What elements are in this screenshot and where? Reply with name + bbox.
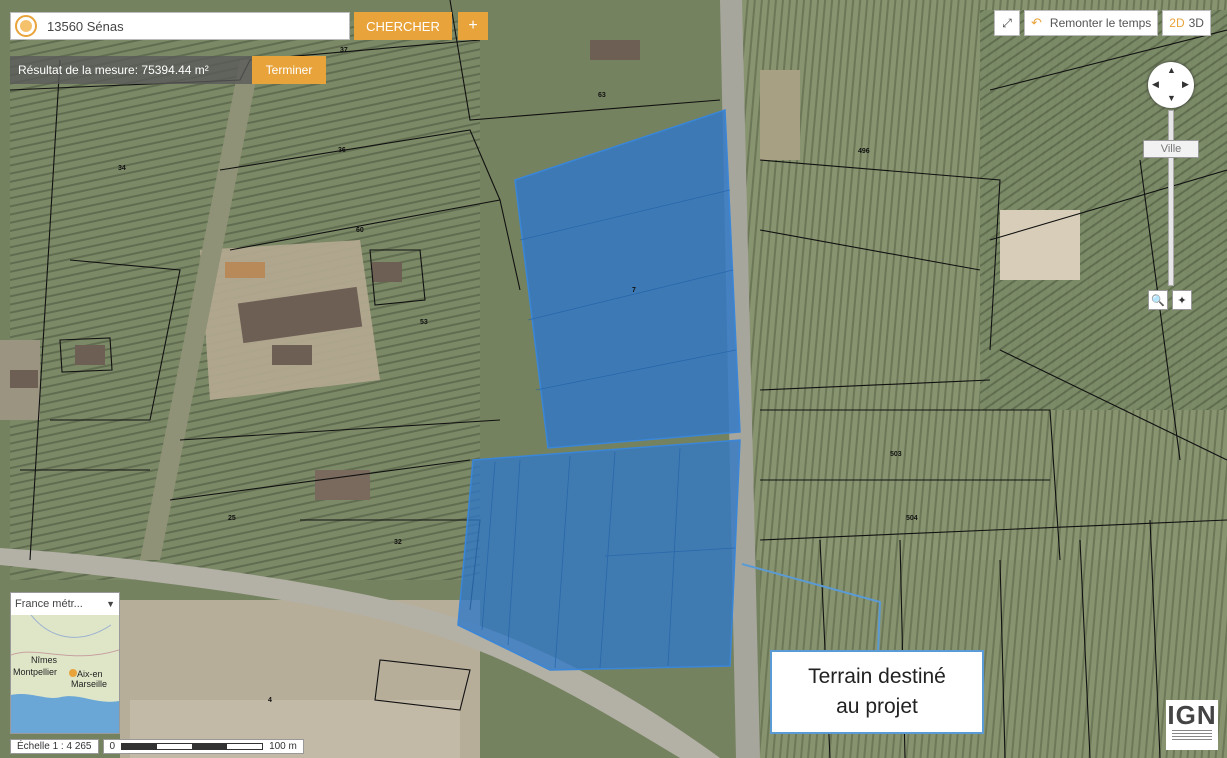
parcel-number: 25 (228, 515, 236, 522)
parcel-number: 37 (340, 47, 348, 54)
scale-end: 100 m (269, 740, 297, 752)
search-box[interactable] (10, 12, 350, 40)
building (10, 370, 38, 388)
callout-line-2: au projet (836, 695, 918, 718)
scale-graphic: 0 100 m (102, 738, 304, 754)
pan-right-icon[interactable]: ▶ (1182, 79, 1189, 89)
overview-city-label: Marseille (71, 679, 107, 689)
fullscreen-icon[interactable]: ⤢ (994, 10, 1020, 36)
measure-result-text: Résultat de la mesure: 75394.44 m² (18, 63, 209, 77)
scale-bar: Échelle 1 : 4 265 0 100 m (10, 738, 304, 754)
pan-down-icon[interactable]: ▼ (1167, 93, 1176, 103)
overview-map[interactable]: France métr... ▼ Nîmes Montpellier Aix-e… (10, 592, 120, 734)
ign-logo-text: IGN (1167, 700, 1217, 730)
locate-icon[interactable]: ✦ (1172, 290, 1192, 310)
parcel-number: 60 (356, 227, 364, 234)
ign-logo[interactable]: IGN (1166, 700, 1218, 750)
zoom-level-label: Ville (1143, 140, 1199, 158)
add-button[interactable]: + (458, 12, 488, 40)
measured-parcel-north[interactable] (514, 108, 741, 449)
search-button[interactable]: CHERCHER (354, 12, 452, 40)
back-arrow-icon: ↶ (1031, 15, 1042, 30)
history-label: Remonter le temps (1049, 16, 1152, 30)
scale-start: 0 (109, 740, 116, 752)
zoom-slider[interactable] (1168, 110, 1174, 286)
overview-city-label: Montpellier (13, 667, 57, 677)
parcel-number: 36 (338, 147, 346, 154)
territory-select[interactable]: France métr... ▼ (11, 593, 119, 616)
mode-2d-toggle[interactable]: 2D (1162, 10, 1187, 36)
measured-parcel-south[interactable] (457, 439, 741, 671)
project-site-callout: Terrain destiné au projet (770, 650, 984, 734)
parcel-number: 63 (598, 92, 606, 99)
chevron-down-icon: ▼ (106, 599, 115, 609)
building (372, 262, 402, 282)
overview-map-image[interactable]: Nîmes Montpellier Aix-en Marseille (11, 615, 119, 733)
building (75, 345, 105, 365)
scale-ruler (121, 742, 264, 750)
pan-left-icon[interactable]: ◀ (1152, 79, 1159, 89)
parcel-number: 7 (632, 287, 636, 294)
building (590, 40, 640, 60)
building (237, 286, 363, 344)
road (140, 60, 260, 560)
overview-city-label: Aix-en (77, 669, 103, 679)
building (272, 345, 312, 365)
parcel-number: 34 (118, 165, 126, 172)
history-button[interactable]: ↶ Remonter le temps (1024, 10, 1159, 36)
parcel-number: 503 (890, 451, 902, 458)
pan-control[interactable]: ▲ ◀ ▶ ▼ (1148, 62, 1194, 108)
finish-measure-button[interactable]: Terminer (252, 56, 326, 84)
territory-select-value: France métr... (15, 598, 83, 610)
ign-logo-subtext (1172, 730, 1212, 742)
callout-leader-line (741, 563, 882, 653)
zoom-search-icon[interactable]: 🔍 (1148, 290, 1168, 310)
road (720, 0, 760, 758)
locate-target-icon[interactable] (15, 15, 37, 37)
parcel-number: 504 (906, 515, 918, 522)
pan-up-icon[interactable]: ▲ (1167, 65, 1176, 75)
parcel-number: 53 (420, 319, 428, 326)
scale-ratio: Échelle 1 : 4 265 (10, 738, 99, 754)
parcel-number: 4 (268, 697, 272, 704)
parcel-number: 496 (858, 148, 870, 155)
search-input[interactable] (45, 17, 339, 35)
road (0, 548, 720, 758)
parcel-number: 32 (394, 539, 402, 546)
building (225, 262, 265, 278)
callout-line-1: Terrain destiné (808, 665, 946, 688)
measure-result: Résultat de la mesure: 75394.44 m² (10, 56, 252, 84)
overview-city-label: Nîmes (31, 655, 58, 665)
mode-3d-toggle[interactable]: 3D (1186, 10, 1211, 36)
top-right-toolbar: ⤢ ↶ Remonter le temps 2D 3D (990, 10, 1211, 36)
